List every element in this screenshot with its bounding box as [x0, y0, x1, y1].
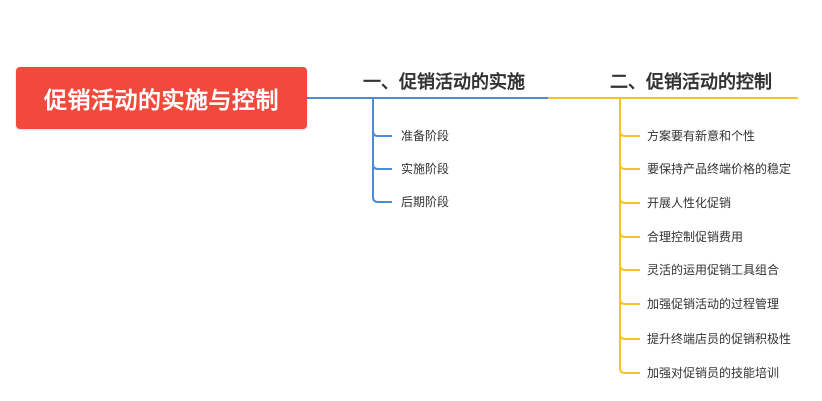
branch-2-item-3[interactable]: 合理控制促销费用: [647, 230, 744, 244]
branch-2-item-0[interactable]: 方案要有新意和个性: [647, 129, 756, 143]
root-topic[interactable]: 促销活动的实施与控制: [16, 67, 307, 129]
branch-2-spine: [619, 98, 640, 374]
branch-2-item-5-connector: [619, 298, 640, 305]
branch-2-item-0-connector: [619, 130, 640, 137]
branch-2-item-1-connector: [619, 163, 640, 170]
branch-2-item-4-connector: [619, 264, 640, 271]
branch-2-item-4[interactable]: 灵活的运用促销工具组合: [647, 263, 780, 277]
branch-1-title[interactable]: 一、促销活动的实施: [363, 72, 525, 93]
branch-2-item-6[interactable]: 提升终端店员的促销积极性: [647, 332, 792, 346]
branch-2-item-2[interactable]: 开展人性化促销: [647, 196, 732, 210]
branch-2-item-2-connector: [619, 197, 640, 204]
branch-2-item-3-connector: [619, 231, 640, 238]
branch-2-item-5[interactable]: 加强促销活动的过程管理: [647, 297, 780, 311]
branch-2-item-7[interactable]: 加强对促销员的技能培训: [647, 366, 780, 380]
branch-1-item-1[interactable]: 实施阶段: [401, 162, 450, 176]
branch-2-item-1[interactable]: 要保持产品终端价格的稳定: [647, 162, 792, 176]
branch-1-item-1-connector: [372, 163, 392, 170]
branch-1-item-0-connector: [372, 130, 392, 137]
branch-2-item-6-connector: [619, 333, 640, 340]
branch-1-item-0[interactable]: 准备阶段: [401, 129, 450, 143]
branch-2-title[interactable]: 二、促销活动的控制: [610, 72, 772, 93]
branch-1-item-2[interactable]: 后期阶段: [401, 195, 450, 209]
branch-1-spine: [372, 98, 392, 203]
